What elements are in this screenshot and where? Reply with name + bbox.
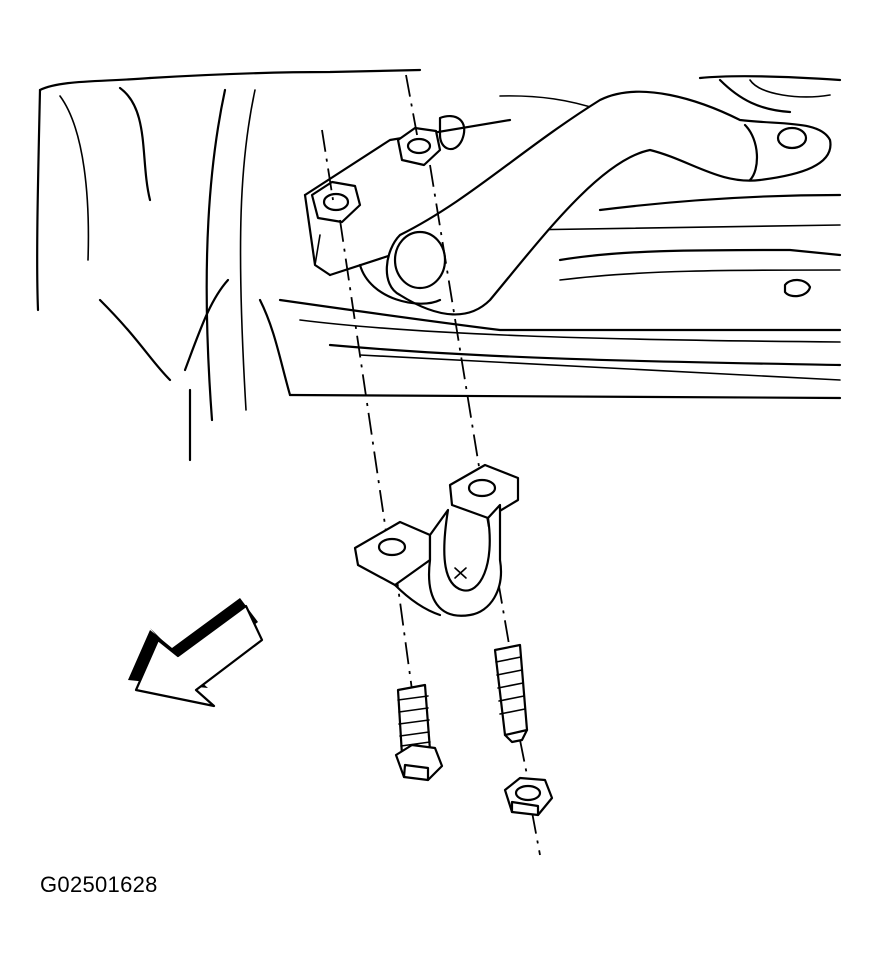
frame-structure	[36, 68, 842, 462]
upper-nut-left	[310, 180, 362, 224]
upper-nut-right	[396, 126, 442, 167]
figure-caption: G02501628	[40, 872, 158, 897]
clamp-nut	[503, 776, 554, 817]
stud	[493, 643, 529, 744]
assembly-centerlines	[321, 74, 541, 856]
front-direction-arrow-icon	[128, 598, 264, 708]
bushing-clamp	[353, 463, 520, 617]
stabilizer-bar	[358, 90, 832, 316]
clamp-bolt	[394, 683, 444, 782]
